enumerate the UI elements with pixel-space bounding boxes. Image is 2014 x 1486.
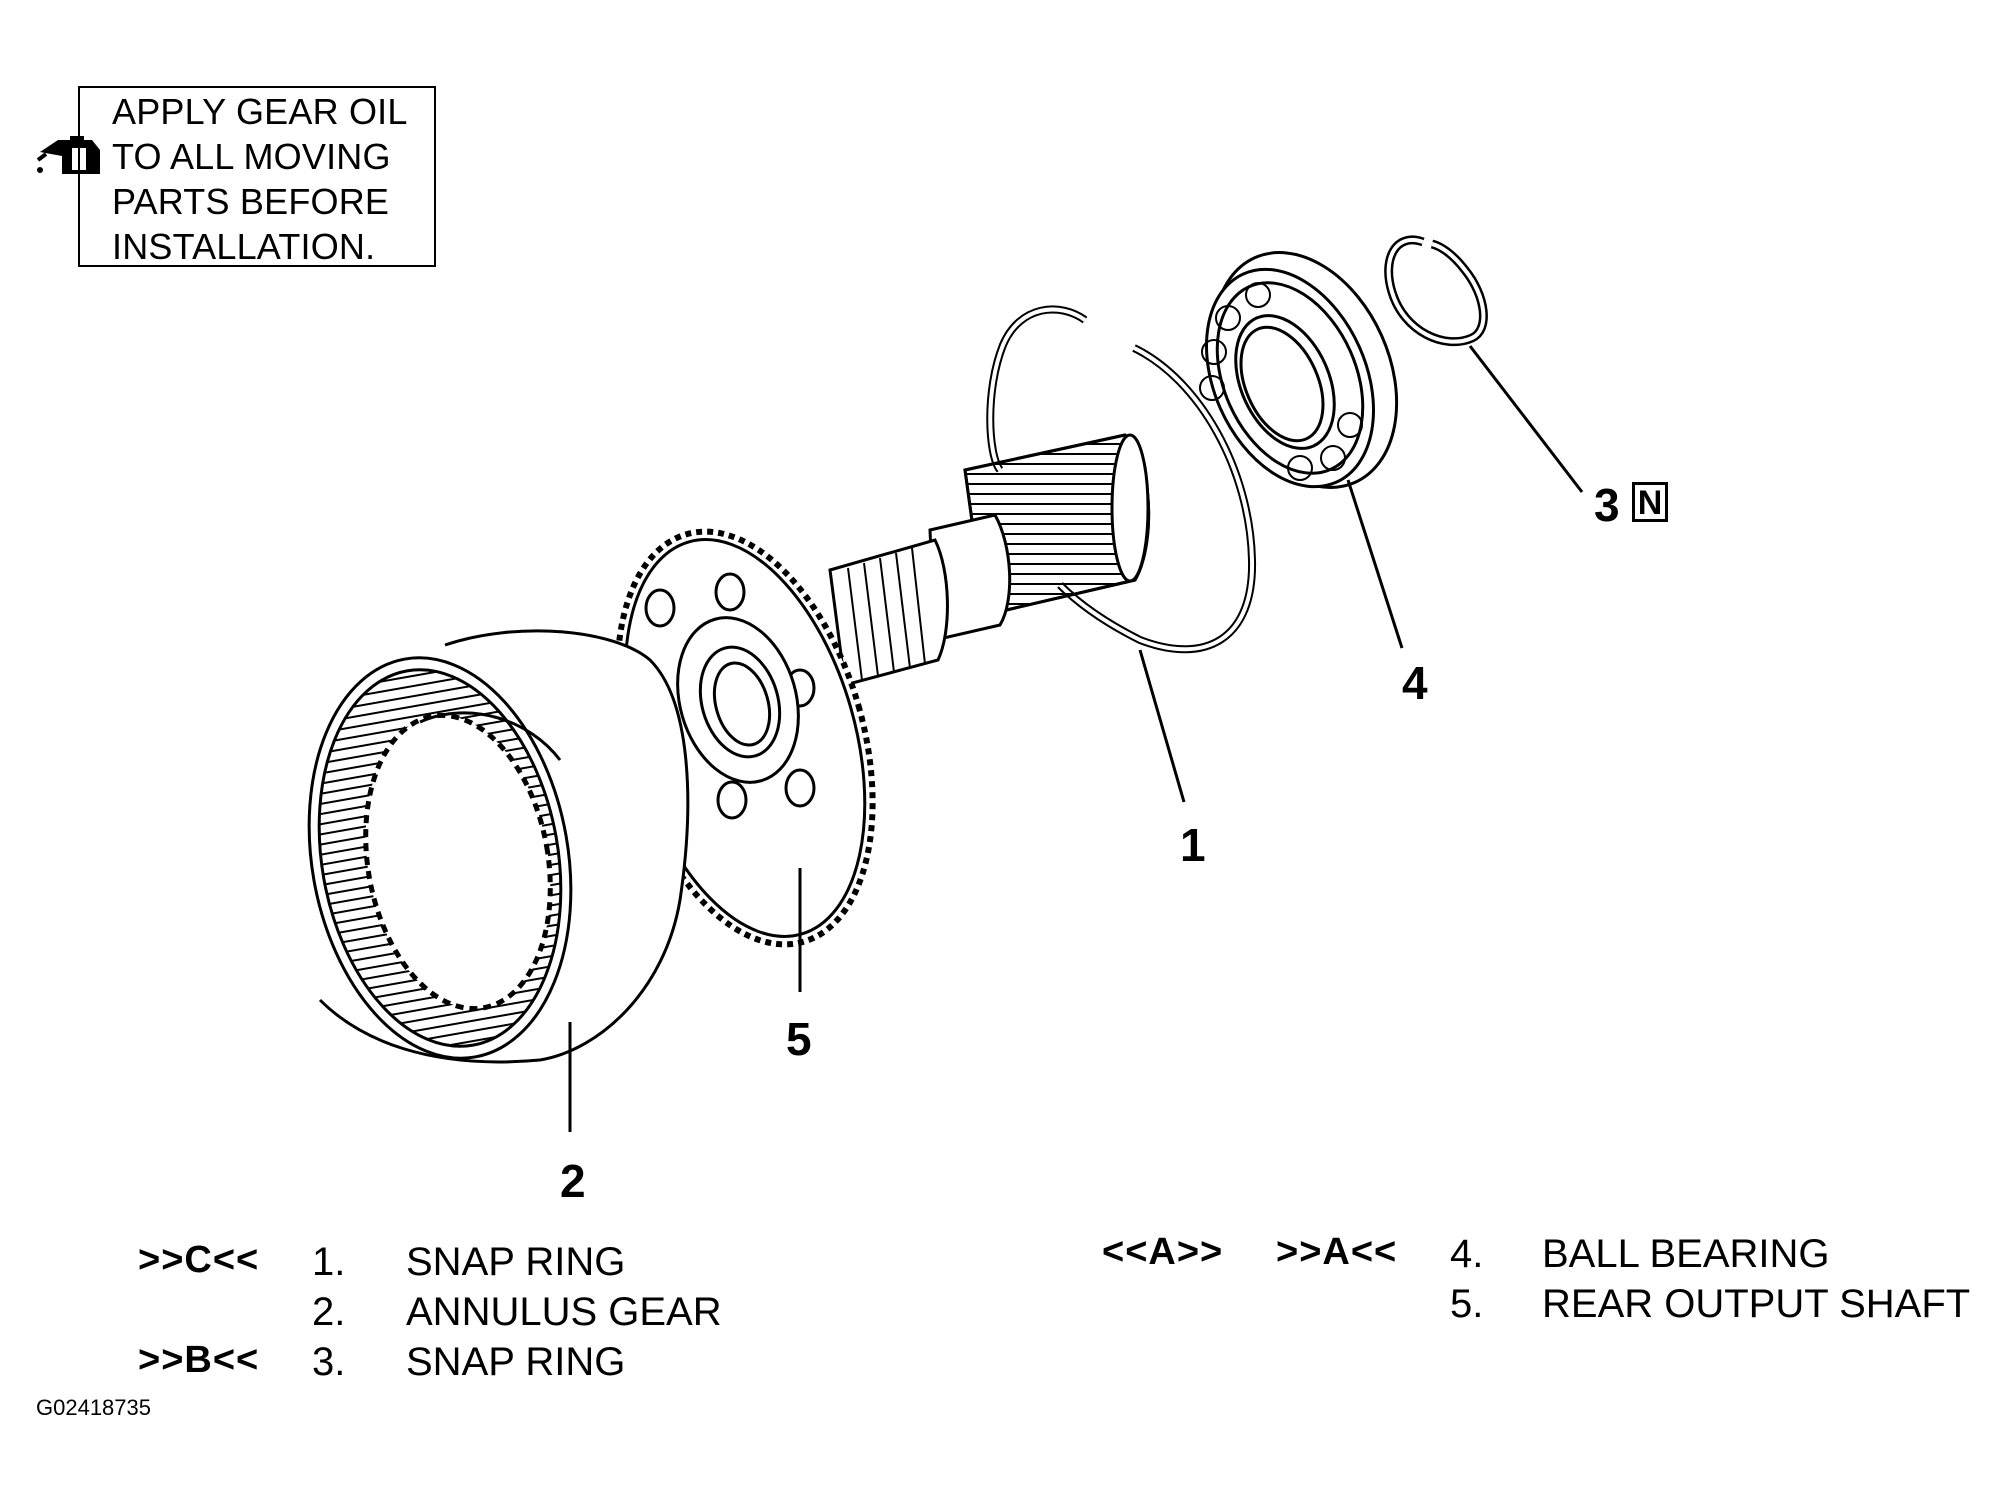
callout-5: 5 <box>786 1013 812 1065</box>
note-line-2: TO ALL MOVING <box>112 136 391 177</box>
new-part-badge: N <box>1632 482 1668 522</box>
leader-lines <box>568 345 1584 1132</box>
legend-num-4: 4. <box>1450 1232 1484 1276</box>
callout-1: 1 <box>1180 819 1206 871</box>
annulus-gear <box>307 629 690 1064</box>
snap-ring-large <box>986 305 1257 654</box>
note-box <box>78 86 436 267</box>
oil-can-icon <box>36 136 100 174</box>
callout-4: 4 <box>1402 657 1428 709</box>
callout-3: 3 <box>1594 479 1620 531</box>
legend-num-3: 3. <box>312 1340 346 1384</box>
snap-ring-small <box>1384 235 1488 347</box>
legend-num-1: 1. <box>312 1240 346 1284</box>
note-line-1: APPLY GEAR OIL <box>112 91 408 132</box>
legend-mark-3: >>B<< <box>138 1339 260 1381</box>
legend-mark-4a: <<A>> <box>1102 1231 1224 1273</box>
note-line-4: INSTALLATION. <box>112 226 376 267</box>
legend-label-2: ANNULUS GEAR <box>406 1290 722 1334</box>
legend-mark-4b: >>A<< <box>1276 1231 1398 1273</box>
legend-mark-1: >>C<< <box>138 1239 260 1281</box>
legend-label-4: BALL BEARING <box>1542 1232 1830 1276</box>
legend-label-1: SNAP RING <box>406 1240 626 1284</box>
legend-num-2: 2. <box>312 1290 346 1334</box>
ball-bearing <box>1199 251 1399 489</box>
callout-2: 2 <box>560 1155 586 1207</box>
legend-label-3: SNAP RING <box>406 1340 626 1384</box>
legend-label-5: REAR OUTPUT SHAFT <box>1542 1282 1971 1326</box>
figure-id: G02418735 <box>36 1395 151 1420</box>
note-line-3: PARTS BEFORE <box>112 181 390 222</box>
legend-num-5: 5. <box>1450 1282 1484 1326</box>
